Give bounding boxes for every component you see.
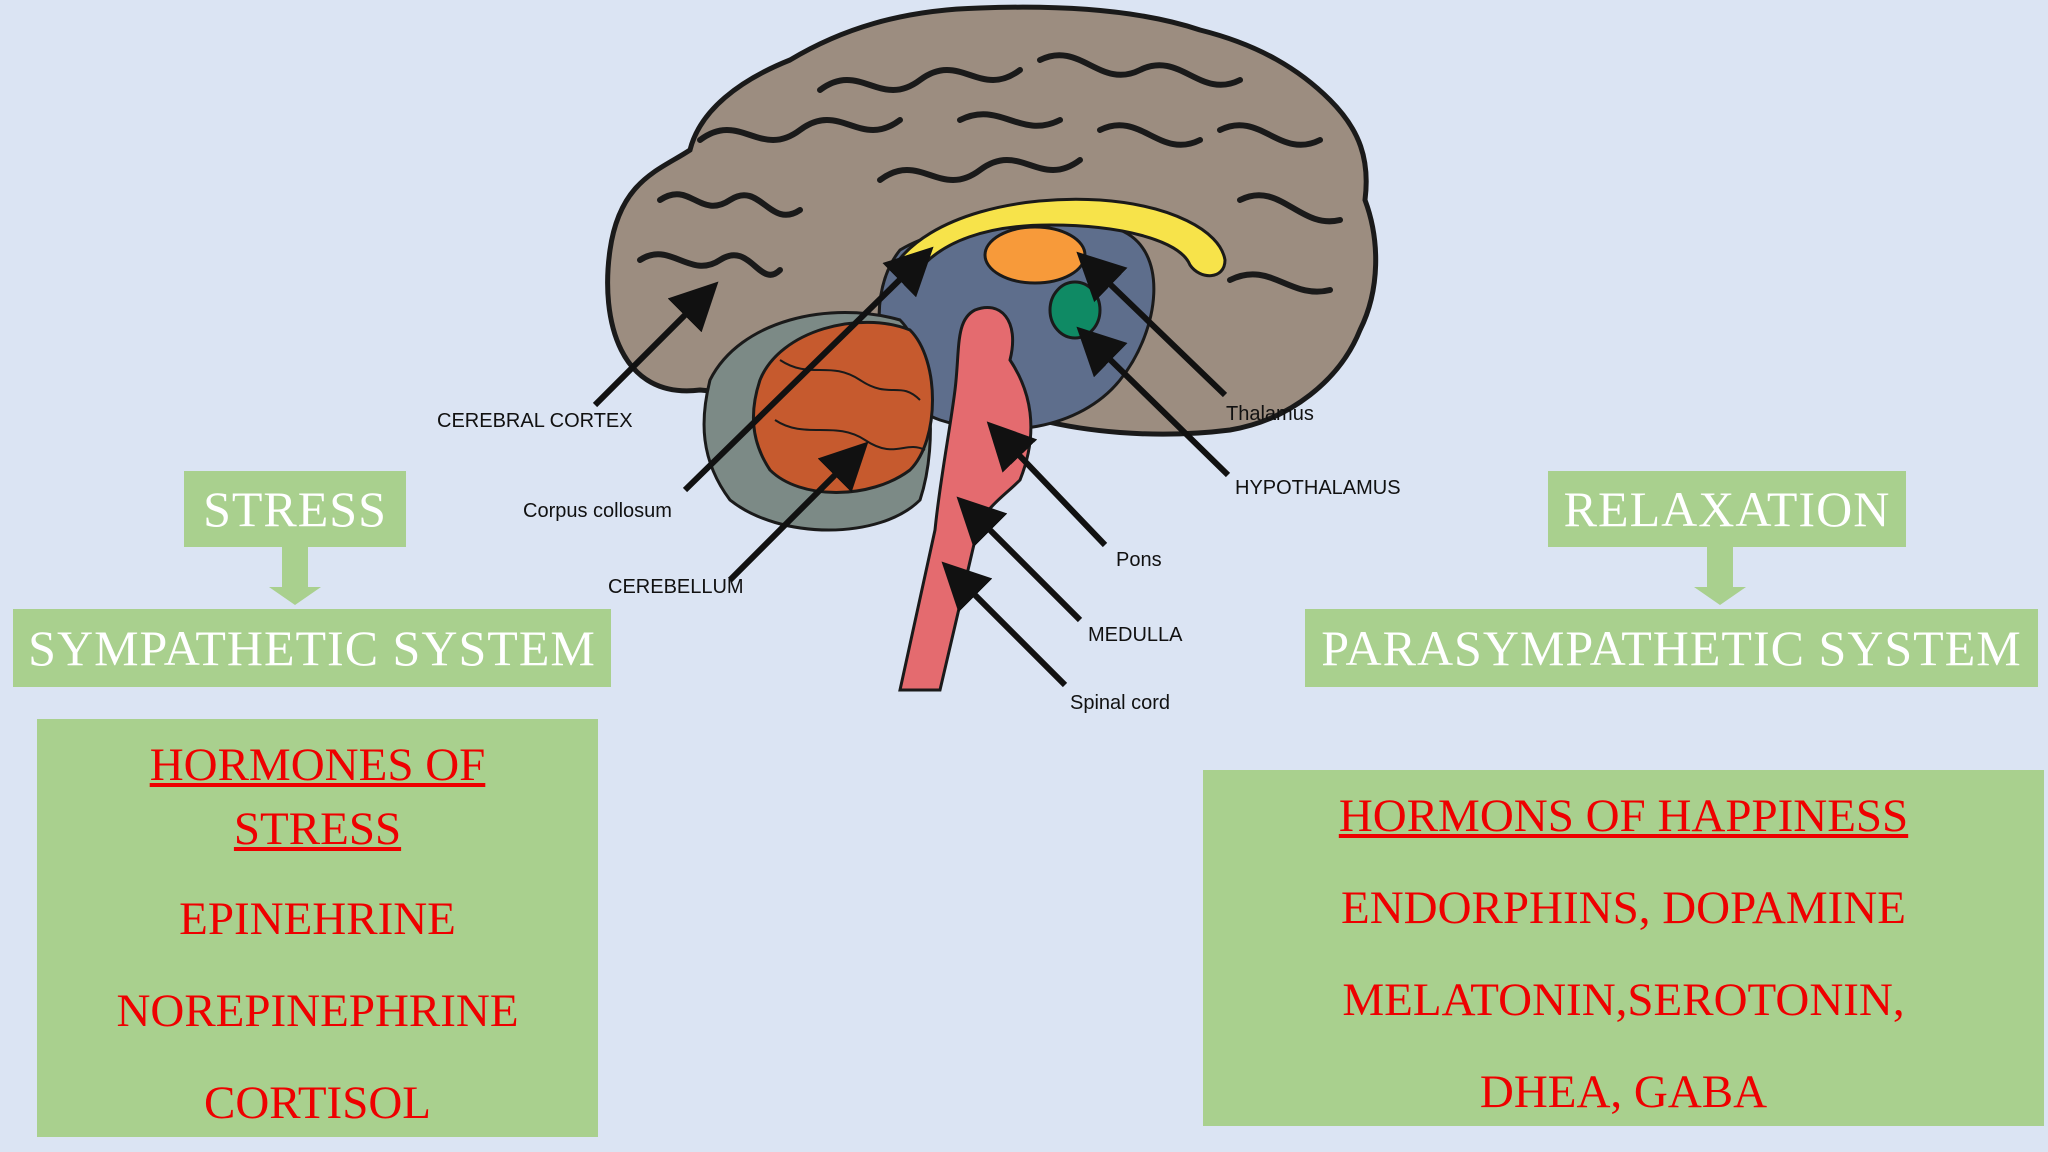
- relaxation-label: RELAXATION: [1563, 481, 1891, 537]
- stress-label: STRESS: [203, 481, 387, 537]
- relaxation-box: RELAXATION: [1548, 471, 1906, 547]
- happiness-panel-title: HORMONS OF HAPPINESS: [1338, 790, 1909, 842]
- parasympathetic-system-box: PARASYMPATHETIC SYSTEM: [1305, 609, 2038, 687]
- happiness-line-2: MELATONIN,SEROTONIN,: [1342, 974, 1905, 1026]
- stress-panel-title-2: STRESS: [233, 803, 402, 855]
- hormone-cortisol: CORTISOL: [204, 1077, 431, 1129]
- gyri-lines: [637, 52, 1343, 295]
- stress-hormones-panel: HORMONES OF STRESS EPINEHRINE NOREPINEPH…: [37, 719, 598, 1137]
- corpus-callosum-shape: [892, 197, 1227, 278]
- stress-panel-title-1: HORMONES OF: [149, 739, 486, 791]
- happiness-line-1: ENDORPHINS, DOPAMINE: [1341, 882, 1906, 934]
- stress-connector-arrow: [269, 547, 321, 605]
- parasympathetic-system-label: PARASYMPATHETIC SYSTEM: [1321, 620, 2022, 676]
- thalamus-label: Thalamus: [1226, 403, 1314, 425]
- happiness-hormones-panel: HORMONS OF HAPPINESS ENDORPHINS, DOPAMIN…: [1203, 770, 2044, 1126]
- happiness-line-3: DHEA, GABA: [1479, 1066, 1768, 1118]
- hypothalamus-shape: [1048, 280, 1102, 340]
- pons-label: Pons: [1116, 549, 1162, 571]
- sympathetic-system-box: SYMPATHETIC SYSTEM: [13, 609, 611, 687]
- spinal-cord-label: Spinal cord: [1070, 692, 1170, 714]
- hypothalamus-label: HYPOTHALAMUS: [1235, 477, 1401, 499]
- cerebral-cortex-label: CEREBRAL CORTEX: [437, 410, 633, 432]
- relaxation-connector-arrow: [1694, 547, 1746, 605]
- stress-box: STRESS: [184, 471, 406, 547]
- medulla-label: MEDULLA: [1088, 624, 1183, 646]
- hormone-norepinephrine: NOREPINEPHRINE: [116, 985, 519, 1037]
- thalamus-shape: [983, 225, 1087, 285]
- hormone-epinephrine: EPINEHRINE: [179, 893, 456, 945]
- cerebellum-label: CEREBELLUM: [608, 576, 744, 598]
- label-arrows: [592, 246, 1231, 688]
- sympathetic-system-label: SYMPATHETIC SYSTEM: [28, 620, 596, 676]
- cerebellum-folia: [774, 359, 926, 451]
- corpus-callosum-label: Corpus collosum: [523, 500, 672, 522]
